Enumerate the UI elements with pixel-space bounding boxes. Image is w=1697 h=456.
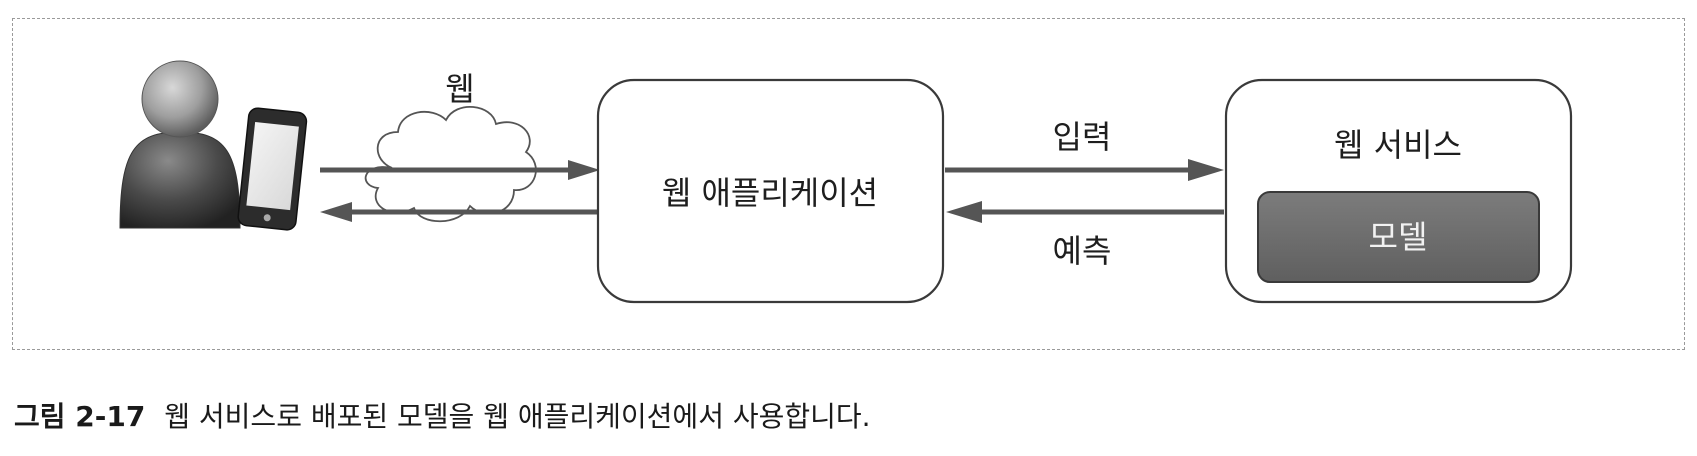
arrow-input [945, 159, 1224, 181]
input-label: 입력 [1053, 118, 1112, 156]
web-app-label: 웹 애플리케이션 [662, 174, 878, 212]
arrow-webapp-to-user [320, 202, 600, 222]
cloud-icon [364, 105, 537, 223]
user-icon [119, 60, 241, 229]
web-app-box: 웹 애플리케이션 [596, 78, 945, 304]
figure-frame [12, 18, 1685, 350]
web-service-label: 웹 서비스 [1334, 126, 1462, 164]
web-label: 웹 [445, 70, 474, 108]
caption-text: 웹 서비스로 배포된 모델을 웹 애플리케이션에서 사용합니다. [164, 400, 871, 433]
smartphone-icon [237, 107, 308, 231]
figure-caption: 그림 2-17 웹 서비스로 배포된 모델을 웹 애플리케이션에서 사용합니다. [14, 395, 871, 435]
prediction-label: 예측 [1053, 232, 1112, 270]
model-label: 모델 [1369, 218, 1428, 256]
arrow-user-to-webapp [320, 160, 600, 180]
model-box: 모델 [1257, 191, 1540, 283]
arrow-prediction [946, 201, 1224, 223]
caption-number: 그림 2-17 [14, 400, 146, 433]
